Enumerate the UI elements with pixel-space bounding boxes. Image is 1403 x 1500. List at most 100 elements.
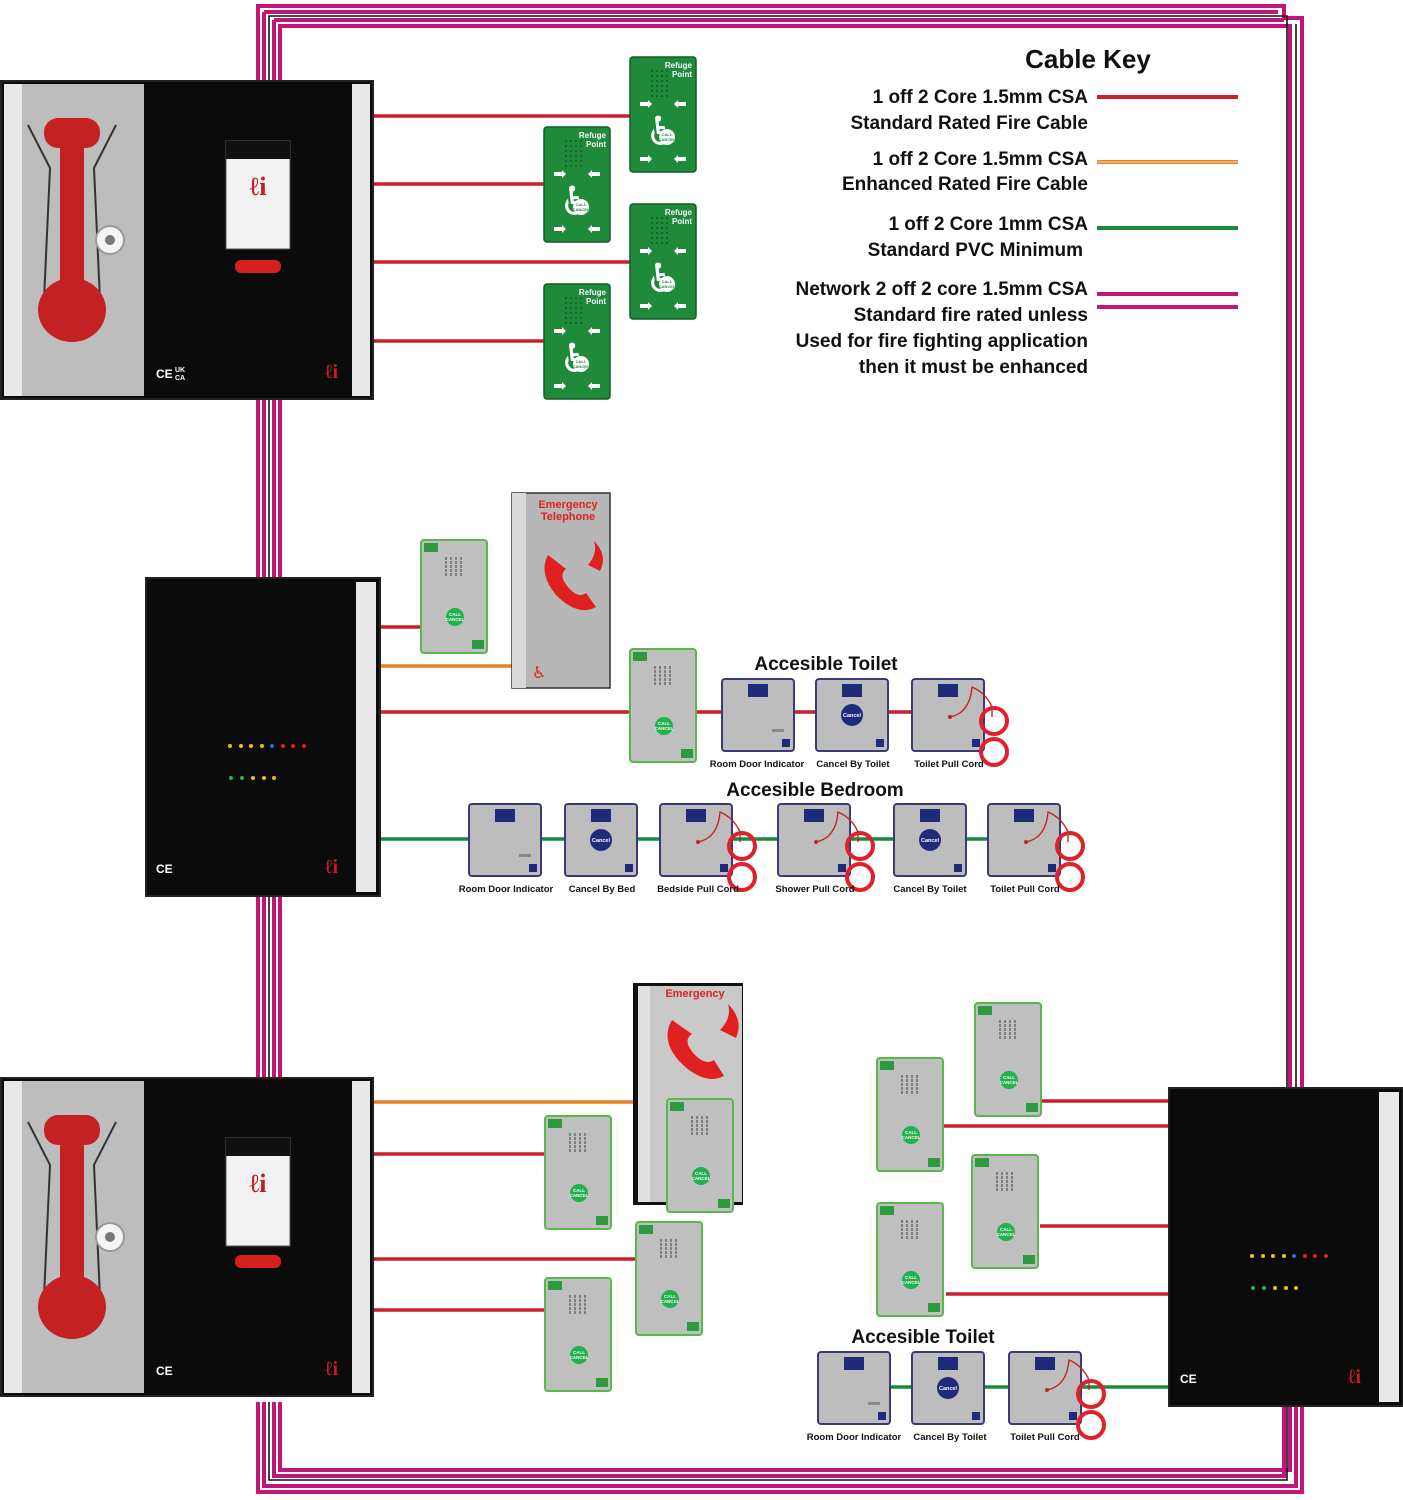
device-label: Toilet Pull Cord (914, 759, 984, 770)
refuge-label: Refuge (579, 131, 607, 140)
call-button[interactable] (570, 1346, 588, 1364)
device-label: Room Door Indicator (459, 884, 554, 895)
call-button[interactable] (692, 1167, 710, 1185)
call-button[interactable] (997, 1223, 1015, 1241)
assist-device-pull[interactable]: Bedside Pull Cord (657, 803, 757, 895)
handset-icon[interactable] (27, 118, 125, 342)
assist-call-icon (938, 684, 958, 697)
pull-cord-ring[interactable] (1076, 1410, 1106, 1440)
cancel-button[interactable] (841, 704, 863, 726)
call-points: CALLCANCELCALLCANCELCALLCANCELCALLCANCEL… (420, 539, 1042, 1392)
assist-call-icon (495, 809, 515, 822)
assist-device-pull[interactable]: Toilet Pull Cord (987, 803, 1085, 895)
call-label: CALL (573, 1188, 585, 1193)
cancel-label: Cancel (843, 713, 862, 719)
pull-cord[interactable] (815, 810, 859, 843)
assist-device-door[interactable]: Room Door Indicator (459, 803, 554, 895)
nav-buttons[interactable] (235, 1255, 281, 1268)
cable-key-title: Cable Key (1025, 44, 1151, 74)
cancel-button[interactable] (937, 1377, 959, 1399)
cancel-label: Cancel (592, 838, 611, 844)
call-button[interactable] (1000, 1071, 1018, 1089)
call-button[interactable] (570, 1184, 588, 1202)
call-label: CALL (576, 202, 587, 207)
zone-leds (1250, 1254, 1328, 1290)
accessible-toilet-title-2: Accesible Toilet (851, 1327, 995, 1348)
call-button[interactable] (902, 1126, 920, 1144)
pull-cord-ring[interactable] (1055, 831, 1085, 861)
call-button[interactable] (446, 608, 464, 626)
pull-cord-ring[interactable] (1076, 1379, 1106, 1409)
slave-panel-2: CE ℓi (145, 577, 381, 897)
assist-call-icon (938, 1357, 958, 1370)
cancel-button[interactable] (919, 829, 941, 851)
assist-call-icon (748, 684, 768, 697)
emergency-telephone-cabinet[interactable]: Emergency Telephone ♿ (511, 492, 611, 689)
accessible-bedroom-title: Accesible Bedroom (726, 780, 903, 801)
device-label: Room Door Indicator (807, 1432, 902, 1443)
pull-cord[interactable] (697, 810, 741, 843)
call-label: CALL (905, 1275, 917, 1280)
pull-cord[interactable] (949, 685, 993, 718)
pull-cord-ring[interactable] (727, 831, 757, 861)
cancel-label: CANCEL (570, 1355, 589, 1360)
call-button[interactable] (661, 1290, 679, 1308)
assist-device-door[interactable]: Room Door Indicator (807, 1351, 902, 1443)
brand-logo: ℓi (325, 1358, 339, 1380)
wheelchair-icon: ♿ (532, 663, 546, 682)
pull-cord-ring[interactable] (845, 831, 875, 861)
cancel-button[interactable] (590, 829, 612, 851)
device-label: Cancel By Bed (569, 884, 636, 895)
pull-cord-ring[interactable] (979, 737, 1009, 767)
device-label: Room Door Indicator (710, 759, 805, 770)
key-1-line-1: 1 off 2 Core 1.5mm CSA (873, 87, 1089, 108)
pull-cord-ring[interactable] (727, 862, 757, 892)
assist-device-door[interactable]: Room Door Indicator (710, 678, 805, 770)
cancel-label: CANCEL (570, 1193, 589, 1198)
assist-call-icon (591, 809, 611, 822)
call-label: CALL (1003, 1075, 1015, 1080)
pull-cord[interactable] (1046, 1358, 1090, 1391)
assist-device-pull[interactable]: Shower Pull Cord (775, 803, 875, 895)
pull-cord-ring[interactable] (1055, 862, 1085, 892)
assist-device-pull[interactable]: Toilet Pull Cord (911, 678, 1009, 770)
call-button[interactable] (655, 717, 673, 735)
call-label: CALL (664, 1294, 676, 1299)
call-button[interactable] (902, 1271, 920, 1289)
assist-device-pull[interactable]: Toilet Pull Cord (1008, 1351, 1106, 1443)
pull-cord-ring[interactable] (845, 862, 875, 892)
flame-icon (720, 1004, 739, 1038)
master-panel-3: ℓi CE ℓi (0, 1077, 374, 1397)
cancel-label: CANCEL (661, 1299, 680, 1304)
cancel-label: CANCEL (692, 1176, 711, 1181)
cancel-label: CANCEL (655, 726, 674, 731)
pull-cord[interactable] (1025, 810, 1069, 843)
nav-buttons[interactable] (235, 260, 281, 273)
accessible-toilet-title-1: Accesible Toilet (754, 654, 898, 675)
pull-cord-ring[interactable] (979, 706, 1009, 736)
phone-icon (544, 555, 596, 611)
device-label: Toilet Pull Cord (1010, 1432, 1080, 1443)
key-3-line-2: Standard PVC Minimum (868, 240, 1083, 261)
cancel-label: CANCEL (659, 137, 676, 142)
handset-icon[interactable] (27, 1115, 125, 1339)
